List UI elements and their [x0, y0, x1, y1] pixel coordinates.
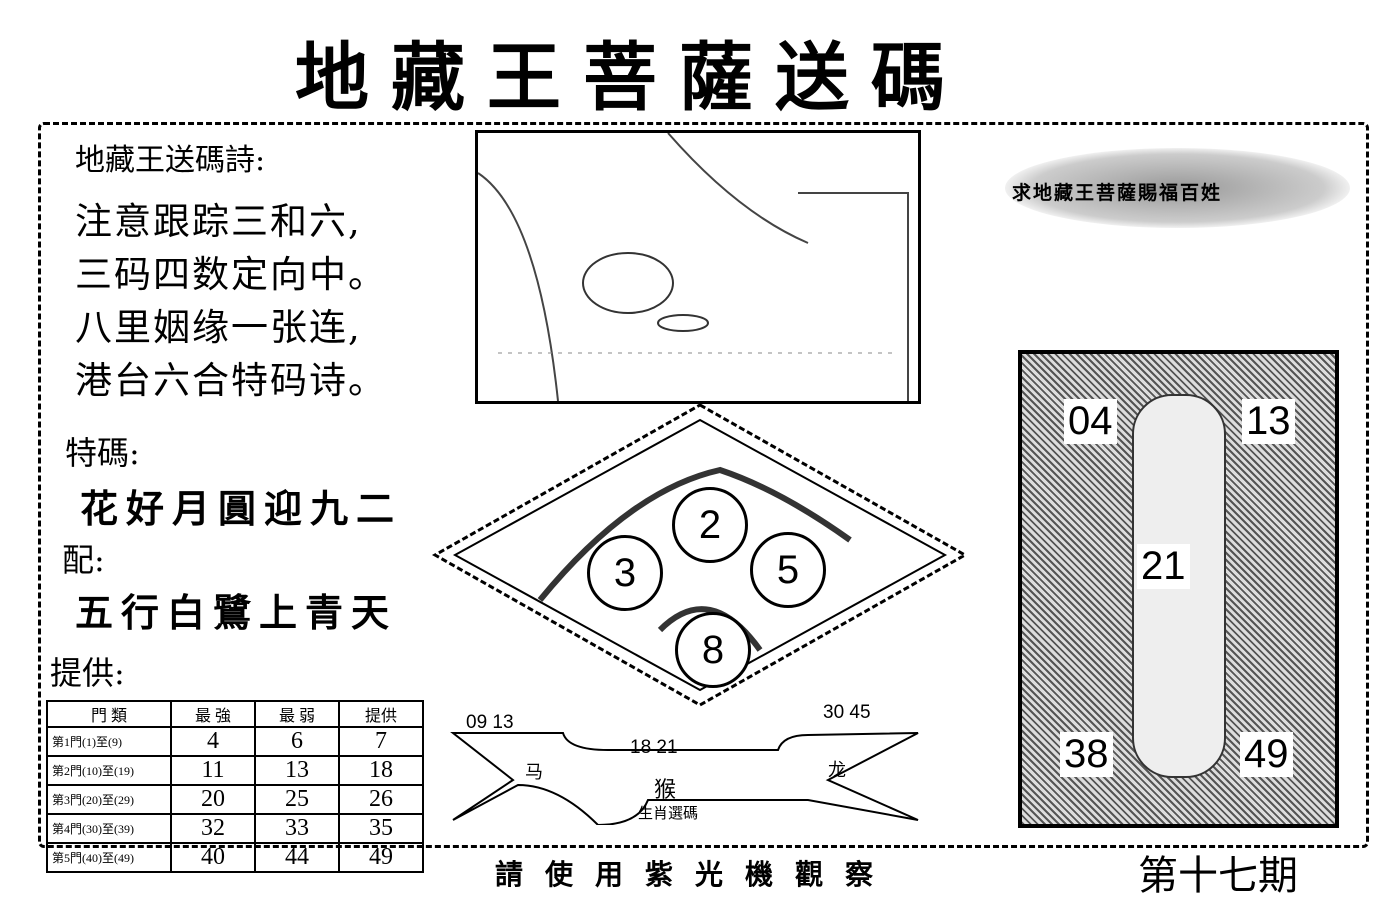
center-number: 21: [1137, 544, 1190, 589]
number-ball: 5: [750, 532, 826, 608]
table-cell: 49: [338, 842, 424, 873]
poem-line: 注意跟踪三和六,: [75, 200, 362, 243]
table-cell: 13: [254, 755, 340, 786]
table-cell: 11: [170, 755, 256, 786]
table-header: 最 強: [170, 700, 256, 728]
number-ball: 8: [675, 612, 751, 688]
special-text: 花好月圓迎九二: [80, 486, 403, 531]
table-cell: 40: [170, 842, 256, 873]
issue-number: 第十七期: [1138, 853, 1298, 899]
footer-note: 請使用紫光機觀察: [495, 858, 896, 891]
table-cell: 第5門(40)至(49): [46, 842, 172, 873]
provider-label: 提供:: [50, 654, 125, 692]
poem: 注意跟踪三和六, 三码四数定向中。 八里姻缘一张连, 港台六合特码诗。: [75, 195, 387, 407]
right-animal: 龙: [828, 760, 846, 781]
left-numbers: 09 13: [466, 712, 514, 733]
poem-line: 三码四数定向中。: [75, 253, 387, 296]
special-label: 特碼:: [65, 434, 140, 472]
poem-line: 港台六合特码诗。: [75, 359, 387, 402]
ox-illustration: [475, 130, 921, 404]
table-cell: 32: [170, 813, 256, 844]
table-cell: 35: [338, 813, 424, 844]
left-animal: 马: [525, 762, 543, 783]
table-cell: 18: [338, 755, 424, 786]
buddha-panel: 04 13 21 38 49: [1018, 350, 1339, 828]
poem-line: 八里姻缘一张连,: [75, 306, 362, 349]
table-cell: 7: [338, 726, 424, 757]
table-cell: 26: [338, 784, 424, 815]
table-header: 提供: [338, 700, 424, 728]
corner-number: 13: [1242, 399, 1295, 444]
corner-number: 04: [1064, 399, 1117, 444]
table-cell: 第3門(20)至(29): [46, 784, 172, 815]
table-cell: 第1門(1)至(9): [46, 726, 172, 757]
match-label: 配:: [62, 541, 105, 579]
table-cell: 44: [254, 842, 340, 873]
poem-heading: 地藏王送碼詩:: [75, 143, 266, 178]
zodiac-ribbon: [450, 732, 919, 825]
table-cell: 6: [254, 726, 340, 757]
table-cell: 33: [254, 813, 340, 844]
table-cell: 20: [170, 784, 256, 815]
banner-text: 求地藏王菩薩賜福百姓: [1012, 182, 1223, 204]
table-cell: 第2門(10)至(19): [46, 755, 172, 786]
right-numbers: 30 45: [823, 702, 871, 723]
table-cell: 25: [254, 784, 340, 815]
table-header-row: 門 類 最 強 最 弱 提供: [46, 700, 424, 728]
number-ball: 2: [672, 487, 748, 563]
ribbon-caption: 生肖選碼: [638, 804, 699, 822]
corner-number: 49: [1240, 732, 1293, 777]
table-cell: 第4門(30)至(39): [46, 813, 172, 844]
table-header: 最 弱: [254, 700, 340, 728]
page-title: 地藏王菩薩送碼: [295, 35, 967, 121]
prayer-banner: [1005, 148, 1350, 228]
center-animal: 猴: [654, 778, 677, 803]
diamond-frame: [431, 403, 969, 707]
number-ball: 3: [587, 535, 663, 611]
match-text: 五行白鷺上青天: [75, 590, 398, 635]
corner-number: 38: [1060, 732, 1113, 777]
table-cell: 4: [170, 726, 256, 757]
dashed-border: [38, 122, 1369, 848]
sketch-icon: [477, 132, 909, 402]
center-numbers: 18 21: [630, 737, 678, 758]
table-header: 門 類: [46, 700, 172, 728]
